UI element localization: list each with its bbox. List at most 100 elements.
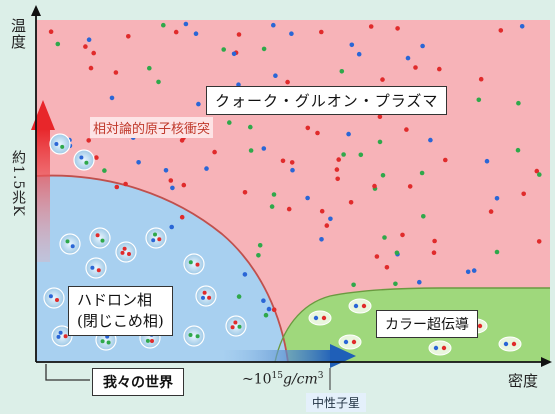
quark-dot — [55, 41, 61, 47]
hadron-quark-dot — [157, 237, 162, 242]
hadron-quark-dot — [188, 333, 193, 337]
hadron-particle — [59, 233, 81, 255]
quark-dot — [156, 79, 161, 85]
hadron-quark-dot — [70, 244, 75, 249]
quark-dot — [382, 235, 387, 240]
quark-dot — [393, 281, 398, 287]
quark-dot — [515, 147, 521, 153]
quark-dot — [443, 157, 448, 163]
quark-dot — [356, 51, 362, 57]
hadron-quark-dot — [63, 334, 68, 339]
x-axis-label: 密度 — [508, 372, 539, 390]
quark-dot — [334, 167, 340, 172]
quark-dot — [368, 24, 374, 29]
quark-dot — [377, 114, 383, 119]
cooper-pair-quark-dot — [343, 339, 349, 345]
quark-dot — [494, 196, 500, 201]
cooper-pair-quark-dot — [511, 341, 517, 347]
quark-dot — [102, 168, 107, 173]
hadron-quark-dot — [201, 295, 205, 300]
hadron-quark-dot — [122, 246, 127, 251]
quark-dot — [48, 29, 54, 34]
hadron-quark-dot — [230, 325, 235, 330]
heavy-ion-arrow-head — [31, 100, 55, 130]
density-tick-exp: 15 — [271, 371, 283, 381]
quark-dot — [328, 216, 333, 222]
quark-dot — [212, 149, 217, 155]
cooper-pair — [348, 298, 372, 314]
hadron-quark-dot — [145, 338, 150, 343]
cooper-pair-quark-dot — [321, 315, 327, 321]
x-axis-arrowhead — [541, 357, 552, 367]
quark-dot — [404, 127, 409, 132]
hadron-quark-dot — [84, 160, 89, 165]
qgp-label: クォーク・グルオン・プラズマ — [206, 86, 448, 115]
quark-dot — [256, 253, 261, 258]
quark-dot — [335, 176, 341, 182]
quark-dot — [358, 152, 364, 158]
density-tick-unit: g/cm — [283, 371, 318, 388]
quark-dot — [183, 21, 189, 27]
quark-dot — [488, 209, 494, 214]
quark-dot — [94, 155, 99, 160]
color-sc-label: カラー超伝導 — [376, 310, 478, 338]
hadron-quark-dot — [55, 298, 59, 302]
cooper-pair-quark-dot — [433, 345, 439, 351]
quark-dot — [248, 124, 253, 130]
quark-dot — [319, 237, 324, 242]
quark-dot — [377, 139, 383, 145]
quark-dot — [421, 214, 426, 219]
y-axis-label: 温度 — [9, 18, 27, 50]
hadron-particle — [225, 315, 247, 337]
hadron-particle — [195, 285, 217, 307]
quark-dot — [179, 214, 185, 220]
quark-dot — [266, 306, 272, 312]
hadron-quark-dot — [96, 268, 101, 273]
quark-dot — [380, 173, 386, 178]
quark-dot — [236, 294, 242, 299]
quark-dot — [349, 42, 355, 48]
hadron-quark-dot — [106, 340, 111, 345]
quark-dot — [374, 254, 380, 259]
quark-dot — [405, 55, 411, 61]
hadron-quark-dot — [60, 144, 65, 149]
cooper-pair-quark-dot — [351, 339, 357, 345]
quark-dot — [428, 137, 433, 143]
quark-dot — [242, 190, 248, 195]
quark-dot — [431, 250, 437, 255]
quark-dot — [204, 166, 209, 171]
hadron-quark-dot — [56, 334, 61, 339]
quark-dot — [242, 272, 248, 277]
cooper-pair — [338, 334, 362, 350]
quark-dot — [394, 250, 400, 256]
quark-dot — [221, 47, 226, 52]
quark-dot — [476, 97, 482, 103]
quark-dot — [257, 243, 263, 248]
quark-dot — [248, 148, 254, 153]
hadron-phase-line1: ハドロン相 — [77, 291, 153, 309]
hadron-quark-dot — [237, 324, 242, 329]
hadron-particle — [183, 325, 205, 347]
hadron-quark-dot — [153, 232, 157, 237]
quark-dot — [193, 31, 199, 36]
quark-dot — [280, 158, 286, 164]
quark-dot — [471, 268, 477, 273]
hadron-particle — [43, 287, 65, 309]
quark-dot — [271, 192, 277, 197]
our-world-label: 我々の世界 — [92, 368, 184, 396]
quark-dot — [420, 43, 425, 49]
quark-dot — [168, 178, 174, 183]
csc-boundary — [274, 287, 550, 363]
phase-boundary — [35, 174, 289, 363]
particles — [48, 21, 542, 318]
quark-dot — [290, 167, 295, 173]
hadron-particle — [49, 133, 71, 155]
quark-dot — [170, 185, 175, 191]
hadron-quark-dot — [48, 294, 53, 299]
quark-dot — [123, 181, 128, 187]
temperature-tick-label: 約1.5兆K — [10, 150, 26, 217]
quark-dot — [372, 183, 377, 189]
quark-dot — [536, 239, 542, 244]
